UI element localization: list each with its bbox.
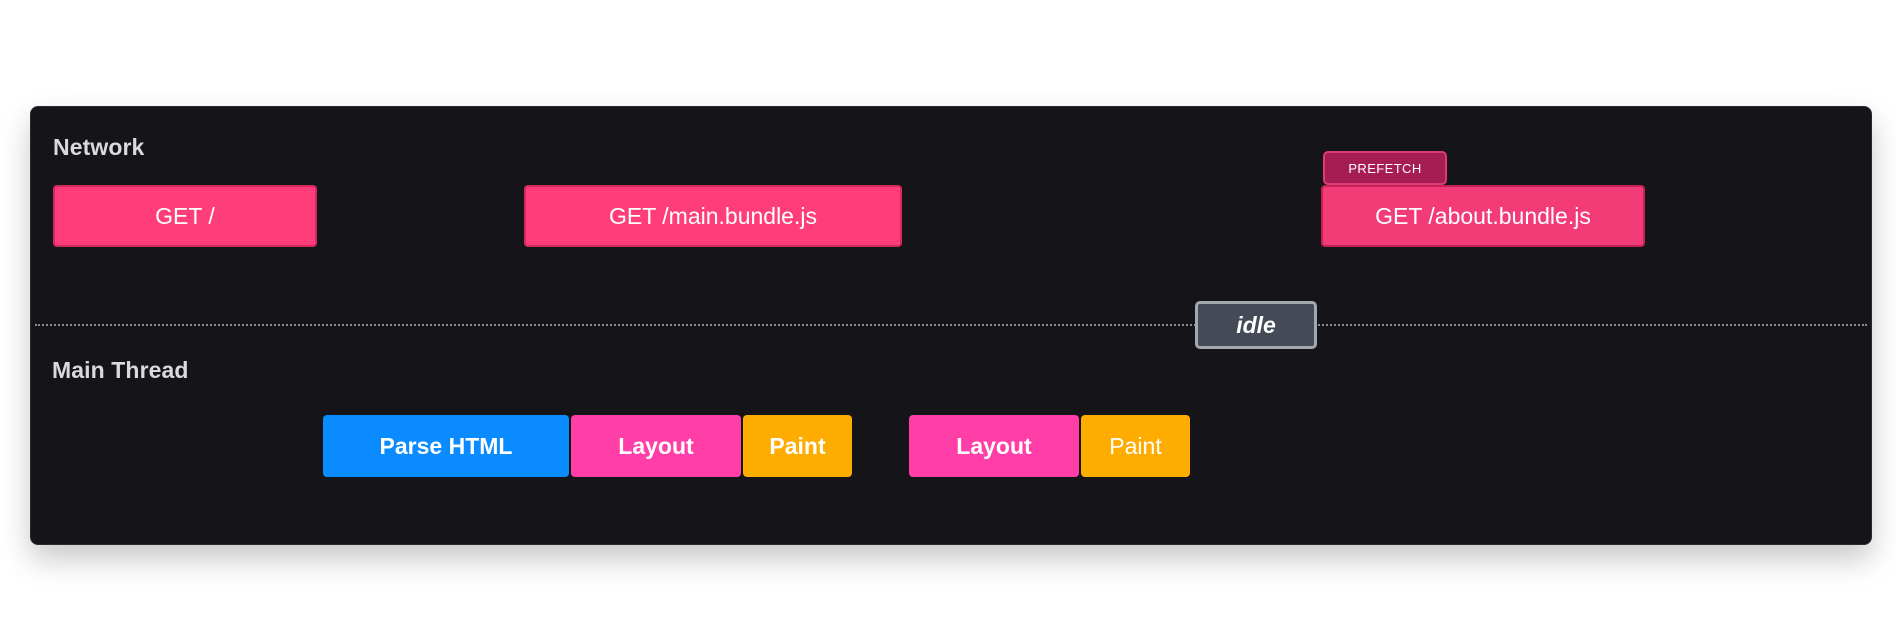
idle-marker: idle: [1195, 301, 1317, 349]
main-task-layout-2: Layout: [909, 415, 1079, 477]
prefetch-badge: PREFETCH: [1323, 151, 1447, 185]
network-request-about-bundle: GET /about.bundle.js: [1321, 185, 1645, 247]
timeline-panel: Network GET / GET /main.bundle.js PREFET…: [30, 106, 1872, 545]
network-lane-label: Network: [53, 134, 145, 160]
main-task-paint-2: Paint: [1081, 415, 1190, 477]
network-request-get-root: GET /: [53, 185, 317, 247]
network-request-main-bundle: GET /main.bundle.js: [524, 185, 902, 247]
lane-divider: [35, 324, 1867, 326]
main-task-parse-html: Parse HTML: [323, 415, 569, 477]
main-thread-lane-label: Main Thread: [52, 357, 189, 383]
main-task-layout: Layout: [571, 415, 741, 477]
main-task-paint: Paint: [743, 415, 852, 477]
